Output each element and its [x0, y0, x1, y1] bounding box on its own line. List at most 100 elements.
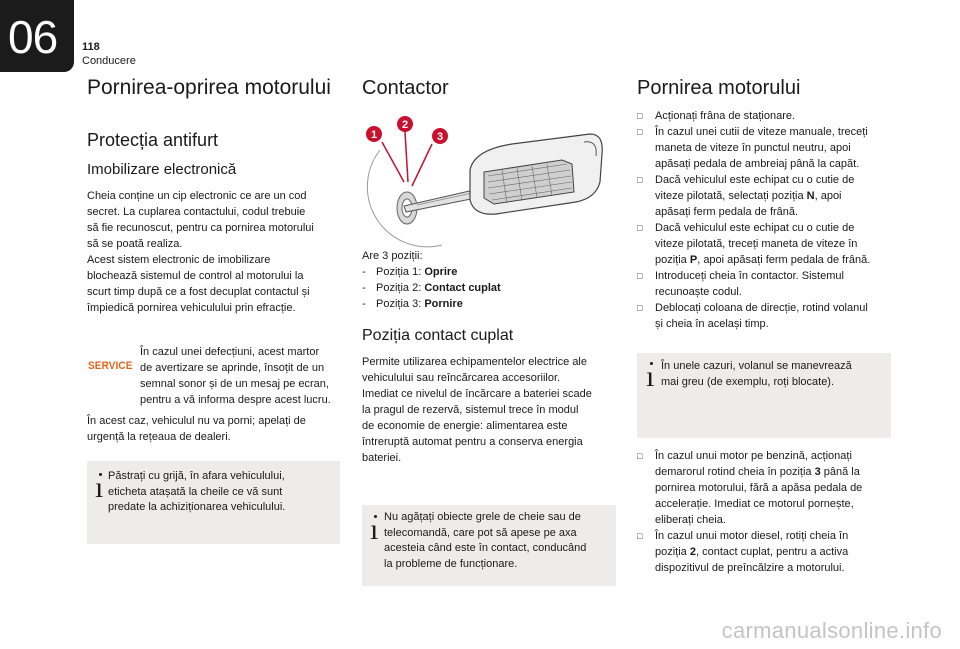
text-line: blochează sistemul de control al motorul…	[87, 270, 304, 282]
info-icon: ı	[370, 513, 379, 546]
ignition-key-illustration: 1 2 3	[366, 116, 603, 248]
subsection-title-ignition-on: Poziția contact cuplat	[362, 327, 514, 344]
text-line: Imediat ce nivelul de încărcare a bateri…	[362, 388, 592, 400]
text-line: și cheia în același timp.	[655, 318, 769, 330]
text-line: apăsați pedala de ambreiaj până la capăt…	[655, 158, 860, 170]
text-line: urgență la rețeaua de dealeri.	[87, 431, 231, 443]
service-warning-icon: SERVICE	[88, 360, 133, 372]
text-line: Dacă vehiculul este echipat cu o cutie d…	[655, 222, 855, 234]
positions-intro: Are 3 poziții:	[362, 250, 423, 262]
text-line: poziția 2, contact cuplat, pentru a acti…	[655, 544, 902, 560]
position-number: 3	[814, 466, 821, 478]
callout-1: 1	[366, 126, 405, 183]
position-label: Poziția 1:	[376, 266, 425, 278]
text-line: dispozitivul de preîncălzire a motorului…	[655, 562, 845, 574]
text-line: să se poată realiza.	[87, 238, 183, 250]
list-item: În cazul unui motor diesel, rotiți cheia…	[637, 528, 902, 576]
text-line: eliberați cheia.	[655, 514, 726, 526]
text-line: Acest sistem electronic de imobilizare	[87, 254, 271, 266]
text-line: eticheta atașată la cheile ce vă sunt	[108, 485, 283, 498]
position-name: Pornire	[424, 298, 463, 310]
text-line: poziția P, apoi apăsați ferm pedala de f…	[655, 252, 902, 268]
text-line: pentru a vă informa despre acest lucru.	[140, 394, 331, 406]
text-line: apăsați ferm pedala de frână.	[655, 206, 799, 218]
text-line: viteze pilotată, selectați poziția N, ap…	[655, 188, 902, 204]
info-note-box-heavy-objects: ı Nu agățați obiecte grele de cheie sau …	[362, 505, 616, 586]
page-title: Pornirea-oprirea motorului	[87, 76, 331, 99]
callout-3: 3	[411, 128, 448, 187]
text-line: la probleme de funcționare.	[384, 557, 518, 570]
text-line: secret. La cuplarea contactului, codul t…	[87, 206, 306, 218]
text-line: împiedică pornirea vehiculului prin efra…	[87, 302, 296, 314]
gear-label: P	[689, 254, 698, 266]
svg-text:2: 2	[402, 119, 408, 131]
list-item: Dacă vehiculul este echipat cu o cutie d…	[637, 172, 902, 220]
svg-text:3: 3	[437, 131, 443, 143]
text-line: Introduceți cheia în contactor. Sistemul	[655, 270, 844, 282]
text-line: Permite utilizarea echipamentelor electr…	[362, 356, 587, 368]
text-span: , apoi apăsați ferm pedala de frână.	[697, 254, 871, 266]
text-line: de economie de energie: alimentarea este	[362, 420, 568, 432]
text-line: În cazul unui motor diesel, rotiți cheia…	[655, 530, 849, 542]
text-span: viteze pilotată, selectați poziția	[655, 190, 807, 202]
text-line: În unele cazuri, volanul se manevrează	[661, 360, 852, 372]
callout-2: 2	[397, 116, 413, 183]
text-line: recunoaște codul.	[655, 286, 742, 298]
text-span: poziția	[655, 254, 690, 266]
list-item: În cazul unui motor pe benzină, acționaț…	[637, 448, 902, 528]
text-line: În cazul unei cutii de viteze manuale, t…	[655, 126, 868, 138]
section-title-engine-start: Pornirea motorului	[637, 77, 801, 99]
text-span: demarorul rotind cheia în poziția	[655, 466, 815, 478]
svg-text:1: 1	[371, 129, 377, 141]
text-line: bateriei.	[362, 452, 402, 464]
text-line: demarorul rotind cheia în poziția 3 până…	[655, 464, 902, 480]
list-item: Poziția 3: Pornire	[362, 296, 617, 312]
text-line: vehiculului sau reîncărcarea accesoriilo…	[362, 372, 561, 384]
text-line: viteze pilotată, treceți maneta de vitez…	[655, 238, 858, 250]
section-title-ignition-switch: Contactor	[362, 77, 449, 99]
text-line: la pragul de rezervă, sistemul trece în …	[362, 404, 579, 416]
list-item: În cazul unei cutii de viteze manuale, t…	[637, 124, 902, 172]
info-icon: ı	[646, 360, 655, 393]
text-line: Păstrați cu grijă, în afara vehiculului,	[108, 470, 285, 482]
position-label: Poziția 3:	[376, 298, 425, 310]
service-note: În cazul unei defecțiuni, acest martor d…	[140, 344, 345, 408]
text-line: scurt timp după ce a fost decuplat conta…	[87, 286, 310, 298]
text-span: , apoi	[814, 190, 842, 202]
list-item: Deblocați coloana de direcție, rotind vo…	[637, 300, 902, 332]
text-line: Cheia conține un cip electronic ce are u…	[87, 190, 307, 202]
text-line: telecomandă, care pot să apese pe axa	[384, 526, 577, 539]
breakdown-paragraph: În acest caz, vehiculul nu va porni; ape…	[87, 413, 347, 445]
position-name: Contact cuplat	[424, 282, 501, 294]
list-item: Poziția 1: Oprire	[362, 264, 617, 280]
info-note-text: Nu agățați obiecte grele de cheie sau de…	[384, 510, 614, 572]
positions-list: Poziția 1: Oprire Poziția 2: Contact cup…	[362, 264, 617, 312]
text-span: , contact cuplat, pentru a activa	[695, 546, 849, 558]
text-line: accelerație. Imediat ce motorul pornește…	[655, 498, 854, 510]
text-line: pornirea motorului, fără a apăsa pedala …	[655, 482, 863, 494]
info-note-text: În unele cazuri, volanul se manevrează m…	[661, 359, 887, 390]
text-line: În cazul unui motor pe benzină, acționaț…	[655, 450, 852, 462]
ignition-on-paragraph: Permite utilizarea echipamentelor electr…	[362, 354, 622, 466]
chapter-number: 06	[8, 11, 58, 63]
text-line: de avertizare se aprinde, însoțit de un	[140, 362, 325, 374]
position-number: 2	[689, 546, 696, 558]
info-note-box-steering: ı În unele cazuri, volanul se manevrează…	[637, 353, 891, 438]
text-line: Nu agățați obiecte grele de cheie sau de	[384, 511, 581, 523]
position-label: Poziția 2:	[376, 282, 425, 294]
text-line: Acționați frâna de staționare.	[655, 110, 796, 122]
text-line: să fie recunoscut, pentru ca pornirea mo…	[87, 222, 314, 234]
text-line: Deblocați coloana de direcție, rotind vo…	[655, 302, 868, 314]
text-line: mai greu (de exemplu, roți blocate).	[661, 375, 835, 388]
section-name: Conducere	[82, 55, 136, 67]
position-name: Oprire	[424, 266, 458, 278]
immobiliser-paragraph: Cheia conține un cip electronic ce are u…	[87, 188, 347, 316]
text-line: predate la achiziționarea vehiculului.	[108, 501, 286, 513]
chapter-tab: 06	[0, 0, 74, 72]
text-line: întreruptă automat pentru a conserva ene…	[362, 436, 583, 448]
text-line: maneta de viteze în punctul neutru, apoi	[655, 142, 851, 154]
list-item: Dacă vehiculul este echipat cu o cutie d…	[637, 220, 902, 268]
list-item: Poziția 2: Contact cuplat	[362, 280, 617, 296]
watermark: carmanualsonline.info	[721, 618, 942, 643]
engine-type-steps-list: În cazul unui motor pe benzină, acționaț…	[637, 448, 902, 576]
